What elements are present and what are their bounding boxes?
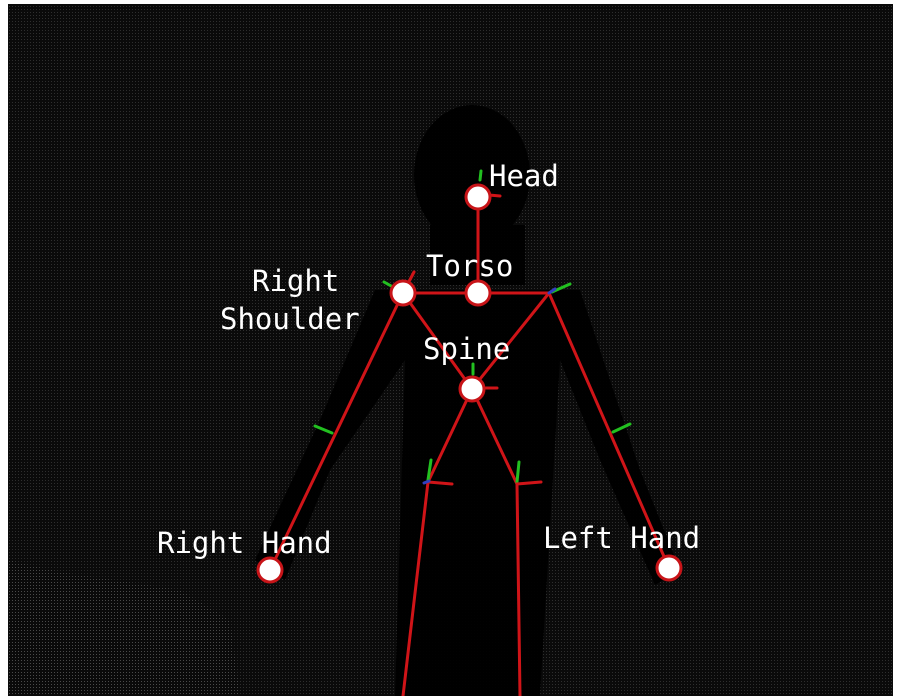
label-spine: Spine <box>423 332 510 366</box>
label-left-hand: Left Hand <box>543 521 700 555</box>
head-axis-green <box>480 171 481 180</box>
joint-head <box>466 185 490 209</box>
joint-right-hand <box>258 558 282 582</box>
joint-torso <box>466 281 490 305</box>
label-head: Head <box>489 159 559 193</box>
left-hip-axis-green <box>517 462 519 482</box>
left-hip-axis-red <box>517 482 541 484</box>
joint-right-shoulder <box>391 281 415 305</box>
label-right-hand: Right Hand <box>157 526 332 560</box>
label-right-shoulder-line1: Right <box>252 264 339 298</box>
right-hip-axis-red <box>428 482 452 484</box>
label-torso: Torso <box>426 249 513 283</box>
right-hip-axis-blue <box>424 481 429 483</box>
joint-left-hand <box>657 556 681 580</box>
joint-spine <box>460 377 484 401</box>
label-right-shoulder-line2: Shoulder <box>220 302 360 336</box>
